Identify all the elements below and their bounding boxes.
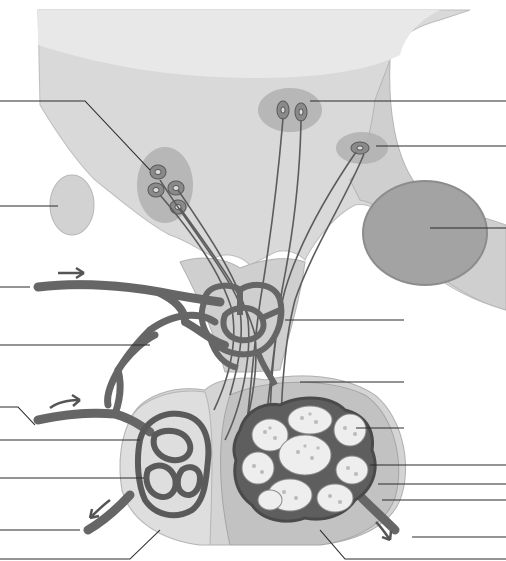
inflow-mid-left-arrow xyxy=(50,395,80,408)
optic-chiasm xyxy=(363,181,487,285)
posterior-cell-clusters xyxy=(234,398,375,521)
inflow-top-left-arrow xyxy=(58,268,84,278)
mammillary-bulge xyxy=(50,175,94,235)
neuron-group-right xyxy=(351,142,369,154)
nucleus-top xyxy=(258,88,322,132)
